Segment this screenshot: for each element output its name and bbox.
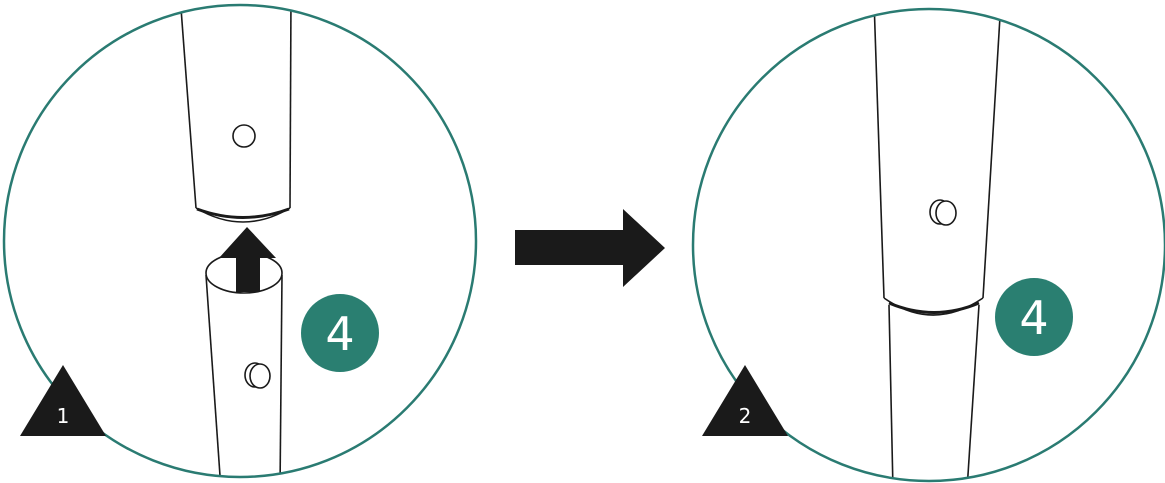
assembled-pole (873, 9, 1002, 481)
triangle-icon (702, 365, 788, 436)
right-arrow-icon (515, 209, 665, 287)
step-label-1: 1 (57, 404, 70, 428)
spring-button (244, 362, 271, 389)
panel-1: 4 1 (2, 3, 478, 479)
spring-button-locked (929, 199, 957, 226)
up-arrow-icon (219, 227, 276, 292)
panel-1-circle (2, 3, 478, 479)
part-badge-2-text: 4 (1019, 291, 1048, 345)
panel-2: 4 2 (691, 7, 1165, 483)
upper-tube (179, 5, 292, 223)
step-marker-2: 2 (702, 365, 788, 436)
triangle-icon (20, 365, 106, 436)
panel-2-circle (691, 7, 1165, 483)
part-badge-1: 4 (301, 294, 379, 372)
upper-tube-hole (232, 124, 256, 148)
step-label-2: 2 (739, 404, 752, 428)
part-badge-1-text: 4 (325, 307, 354, 361)
part-badge-2: 4 (995, 278, 1073, 356)
step-marker-1: 1 (20, 365, 106, 436)
